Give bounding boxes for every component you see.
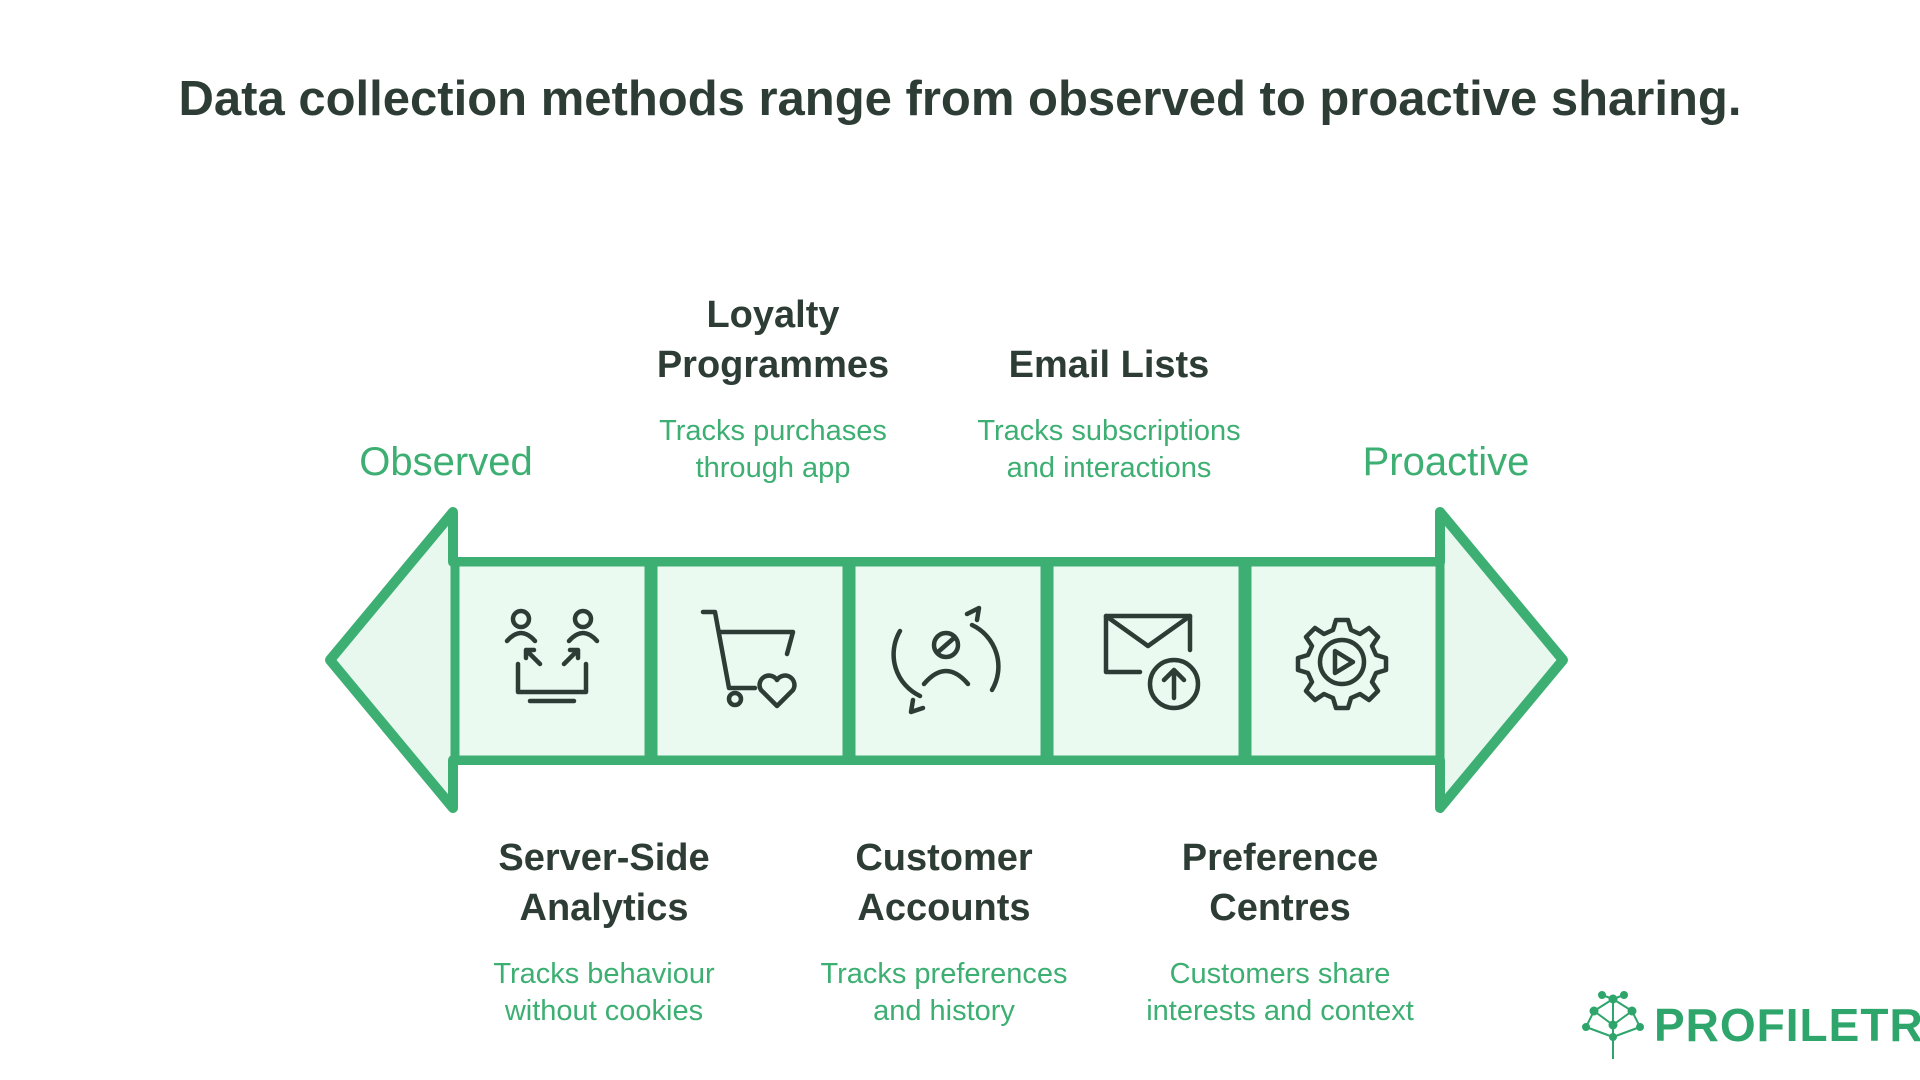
segment-email-lists bbox=[1044, 557, 1248, 765]
heading-customer-accounts: Customer Accounts bbox=[855, 837, 1033, 929]
desc-preference-centres: Customers share interests and context bbox=[1146, 958, 1414, 1027]
segment-preference-centres bbox=[1242, 557, 1445, 765]
proactive-label: Proactive bbox=[1362, 440, 1530, 484]
profiletree-logo: PROFILETREE bbox=[1580, 985, 1920, 1065]
user-refresh-icon bbox=[891, 605, 1001, 715]
heading-loyalty-programmes: Loyalty Programmes bbox=[656, 294, 890, 386]
desc-server-side-analytics: Tracks behaviour without cookies bbox=[493, 958, 715, 1027]
segment-server-side-analytics bbox=[450, 557, 654, 765]
desc-loyalty-programmes: Tracks purchases through app bbox=[659, 415, 887, 484]
gear-play-icon bbox=[1295, 617, 1389, 711]
method-segments bbox=[450, 557, 1445, 765]
desc-email-lists: Tracks subscriptions and interactions bbox=[977, 415, 1241, 484]
envelope-upload-icon bbox=[1103, 613, 1201, 711]
logo-wordmark: PROFILETREE bbox=[1654, 999, 1920, 1051]
observed-label: Observed bbox=[359, 440, 533, 484]
users-sharing-icon bbox=[504, 608, 600, 704]
heading-server-side-analytics: Server-Side Analytics bbox=[498, 837, 710, 929]
heading-email-lists: Email Lists bbox=[1008, 344, 1210, 386]
heading-preference-centres: Preference Centres bbox=[1181, 837, 1379, 929]
segment-customer-accounts bbox=[846, 557, 1050, 765]
desc-customer-accounts: Tracks preferences and history bbox=[820, 958, 1068, 1027]
cart-heart-icon bbox=[700, 609, 797, 709]
tree-network-icon bbox=[1582, 991, 1644, 1059]
segment-loyalty-programmes bbox=[648, 557, 852, 765]
page-title: Data collection methods range from obser… bbox=[178, 72, 1742, 126]
